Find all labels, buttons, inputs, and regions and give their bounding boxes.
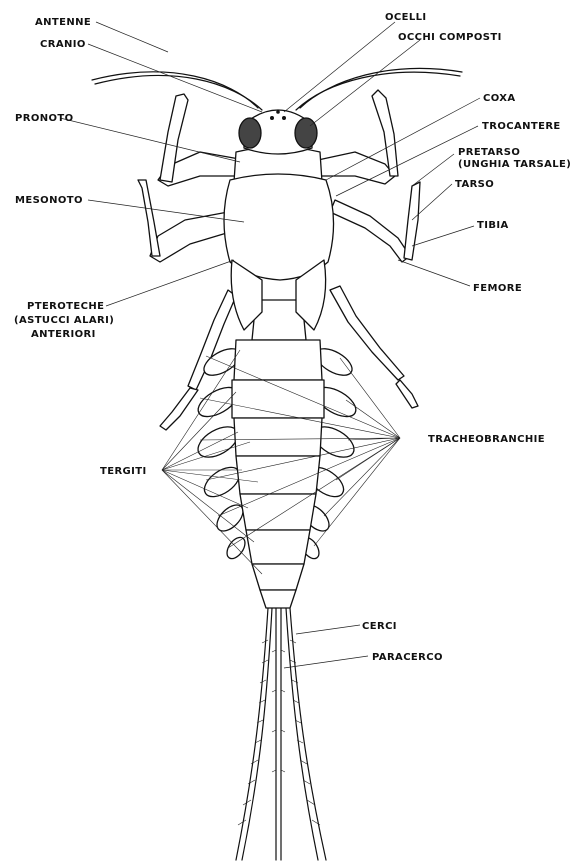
label-astucci-alari: (ASTUCCI ALARI) (14, 315, 114, 326)
tails (236, 608, 326, 860)
label-unghia-tarsale: (UNGHIA TARSALE) (458, 159, 571, 170)
label-coxa: COXA (483, 93, 516, 104)
label-paracerco: PARACERCO (372, 652, 443, 663)
label-ocelli: OCELLI (385, 12, 427, 23)
label-pretarso: PRETARSO (458, 147, 520, 158)
label-cranio: CRANIO (40, 39, 86, 50)
label-tracheobranchie: TRACHEOBRANCHIE (428, 434, 545, 445)
label-trocantere: TROCANTERE (482, 121, 561, 132)
label-tarso: TARSO (455, 179, 494, 190)
label-cerci: CERCI (362, 621, 397, 632)
label-occhi-composti: OCCHI COMPOSTI (398, 32, 502, 43)
antennae (92, 68, 462, 110)
head (239, 110, 317, 154)
label-tibia: TIBIA (477, 220, 509, 231)
label-anteriori: ANTERIORI (31, 329, 96, 340)
label-pteroteche: PTEROTECHE (27, 301, 104, 312)
label-pronoto: PRONOTO (15, 113, 74, 124)
label-antenne: ANTENNE (35, 17, 91, 28)
label-femore: FEMORE (473, 283, 522, 294)
abdomen (232, 300, 324, 608)
label-mesonoto: MESONOTO (15, 195, 83, 206)
label-tergiti: TERGITI (100, 466, 147, 477)
